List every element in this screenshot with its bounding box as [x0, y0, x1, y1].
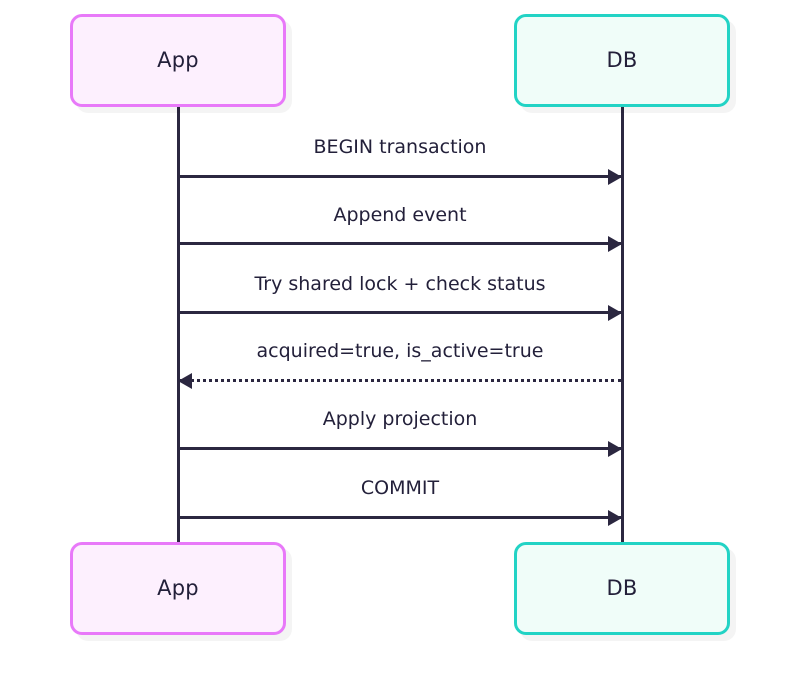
message-label-5: Apply projection — [322, 408, 478, 430]
lifeline-app — [177, 107, 180, 542]
message-label-3: Try shared lock + check status — [254, 273, 546, 295]
arrow-head-3 — [608, 305, 622, 321]
arrow-head-2 — [608, 236, 622, 252]
message-line-2 — [178, 242, 622, 245]
arrow-head-6 — [608, 510, 622, 526]
participant-box-db-top[interactable]: DB — [514, 14, 730, 107]
participant-label-db-bottom: DB — [606, 576, 638, 600]
arrow-head-5 — [608, 441, 622, 457]
arrow-head-1 — [608, 169, 622, 185]
message-label-1: BEGIN transaction — [313, 136, 487, 158]
message-line-4 — [178, 379, 622, 382]
participant-box-app-bottom[interactable]: App — [70, 542, 286, 635]
message-label-2: Append event — [333, 204, 467, 226]
message-line-1 — [178, 175, 622, 178]
participant-label-db-top: DB — [606, 48, 638, 72]
message-line-3 — [178, 311, 622, 314]
participant-label-app-bottom: App — [157, 576, 199, 600]
arrow-head-4 — [178, 373, 192, 389]
participant-box-db-bottom[interactable]: DB — [514, 542, 730, 635]
message-line-6 — [178, 516, 622, 519]
participant-label-app-top: App — [157, 48, 199, 72]
message-label-6: COMMIT — [360, 477, 440, 499]
message-line-5 — [178, 447, 622, 450]
participant-box-app-top[interactable]: App — [70, 14, 286, 107]
message-label-4: acquired=true, is_active=true — [256, 340, 544, 362]
lifeline-db — [621, 107, 624, 542]
